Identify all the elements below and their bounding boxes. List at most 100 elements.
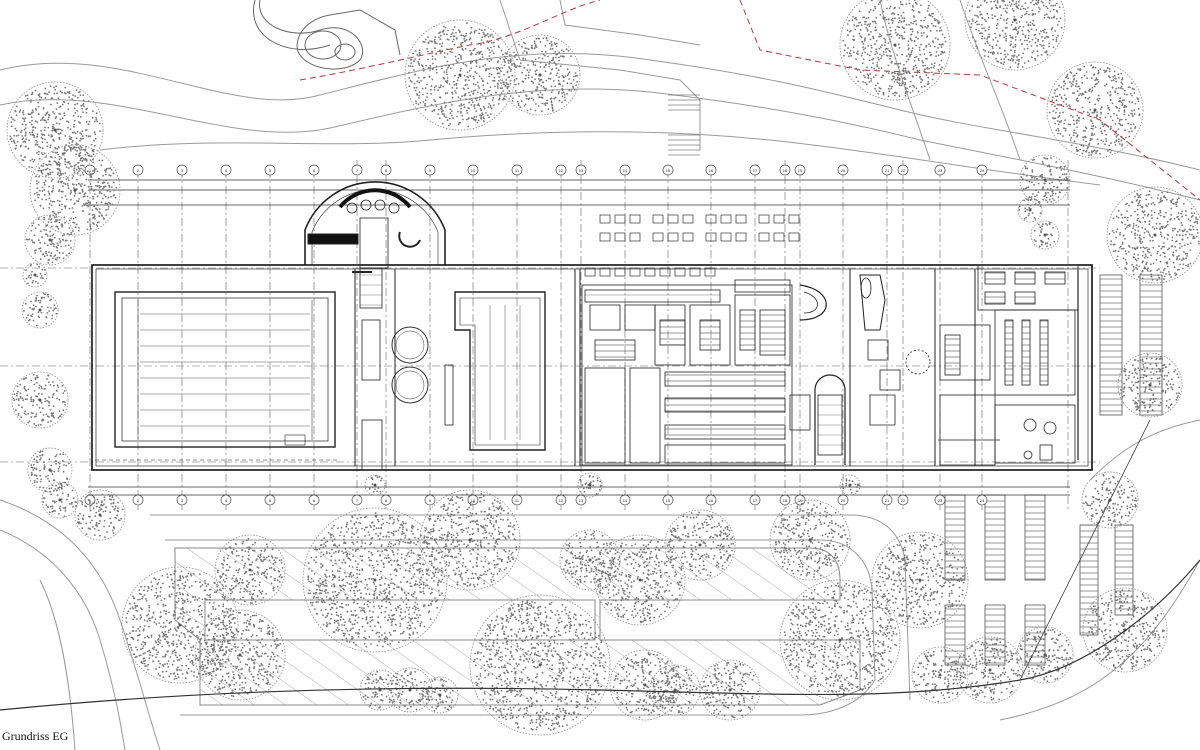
tree <box>1106 186 1200 284</box>
learner-pool <box>444 291 546 451</box>
staircase-core <box>789 274 931 465</box>
axis-bubble <box>351 164 363 176</box>
table <box>644 267 656 277</box>
axis-bubble <box>619 494 631 506</box>
axis-bubble <box>881 494 893 506</box>
axis-label: 8 <box>385 168 388 173</box>
axis-label: 8 <box>385 498 388 503</box>
axis-bubble <box>575 164 587 176</box>
axis-bubble <box>705 494 717 506</box>
table <box>667 232 679 242</box>
axis-label: 6 <box>313 498 316 503</box>
axis-bubble <box>897 164 909 176</box>
tree <box>1046 61 1144 159</box>
axis-bubble <box>176 164 188 176</box>
axis-label: 16 <box>709 168 714 173</box>
tree <box>649 664 701 716</box>
table <box>652 214 664 224</box>
table <box>705 232 717 242</box>
table <box>599 232 611 242</box>
outdoor-seating <box>584 214 800 277</box>
tree <box>1016 626 1074 684</box>
table <box>652 232 664 242</box>
table <box>788 232 800 242</box>
axis-label: 16 <box>709 498 714 503</box>
axis-label: 24 <box>980 498 985 503</box>
table <box>614 232 626 242</box>
tree <box>29 144 121 236</box>
table <box>667 214 679 224</box>
axis-label: 17 <box>753 168 758 173</box>
axis-label: 13 <box>579 168 584 173</box>
axis-bubble <box>511 164 523 176</box>
axis-bubble <box>619 164 631 176</box>
axis-label: 14 <box>623 168 628 173</box>
axis-bubble <box>555 494 567 506</box>
axis-bubble <box>976 164 988 176</box>
parking-lot <box>174 547 861 706</box>
exterior-steps <box>668 94 700 156</box>
axis-bubble <box>220 164 232 176</box>
axis-label: 11 <box>515 168 520 173</box>
axis-bubble <box>467 164 479 176</box>
tree <box>839 474 861 496</box>
table <box>758 232 770 242</box>
tree <box>664 509 736 581</box>
axis-bubble <box>511 494 523 506</box>
axis-label: 23 <box>938 168 943 173</box>
axis-label: 21 <box>885 498 890 503</box>
axis-label: 7 <box>356 498 359 503</box>
table <box>614 214 626 224</box>
dimension-lines <box>88 179 1070 496</box>
axis-label: 2 <box>137 498 140 503</box>
axis-label: 22 <box>901 168 906 173</box>
tree <box>6 81 104 179</box>
table <box>773 232 785 242</box>
axis-bubble <box>934 494 946 506</box>
tree <box>559 529 621 591</box>
tree <box>22 262 48 288</box>
axis-bubble <box>132 164 144 176</box>
axis-bubble <box>380 164 392 176</box>
tree <box>769 499 851 581</box>
main-pool <box>95 291 340 461</box>
technical-wing <box>938 264 1079 466</box>
table <box>735 232 747 242</box>
table <box>758 214 770 224</box>
axis-label: 3 <box>181 498 184 503</box>
axis-bubble <box>424 164 436 176</box>
tree <box>41 481 79 519</box>
axis-bubble <box>837 494 849 506</box>
axis-label: 15 <box>666 498 671 503</box>
table <box>720 214 732 224</box>
table <box>704 267 716 277</box>
table <box>735 214 747 224</box>
axis-label: 1 <box>89 498 92 503</box>
table <box>682 232 694 242</box>
tree <box>779 579 901 701</box>
axis-bubble <box>705 164 717 176</box>
axis-bubble <box>264 494 276 506</box>
tree <box>24 214 76 266</box>
tree <box>499 34 581 116</box>
axis-bubble <box>308 164 320 176</box>
axis-label: 11 <box>515 498 520 503</box>
access-road <box>0 419 1200 711</box>
axis-bubble <box>779 164 791 176</box>
table <box>584 267 596 277</box>
tree <box>871 531 969 629</box>
axis-bubble <box>837 164 849 176</box>
plan-caption: Grundriss EG <box>2 729 69 743</box>
tree <box>11 371 69 429</box>
table <box>629 232 641 242</box>
axis-label: 23 <box>938 498 943 503</box>
axis-label: 20 <box>841 498 846 503</box>
table <box>659 267 671 277</box>
axis-bubble <box>779 494 791 506</box>
tree <box>1117 352 1183 418</box>
axis-label: 19 <box>798 168 803 173</box>
traffic-island <box>253 0 401 70</box>
axis-bubble <box>84 494 96 506</box>
table <box>720 232 732 242</box>
